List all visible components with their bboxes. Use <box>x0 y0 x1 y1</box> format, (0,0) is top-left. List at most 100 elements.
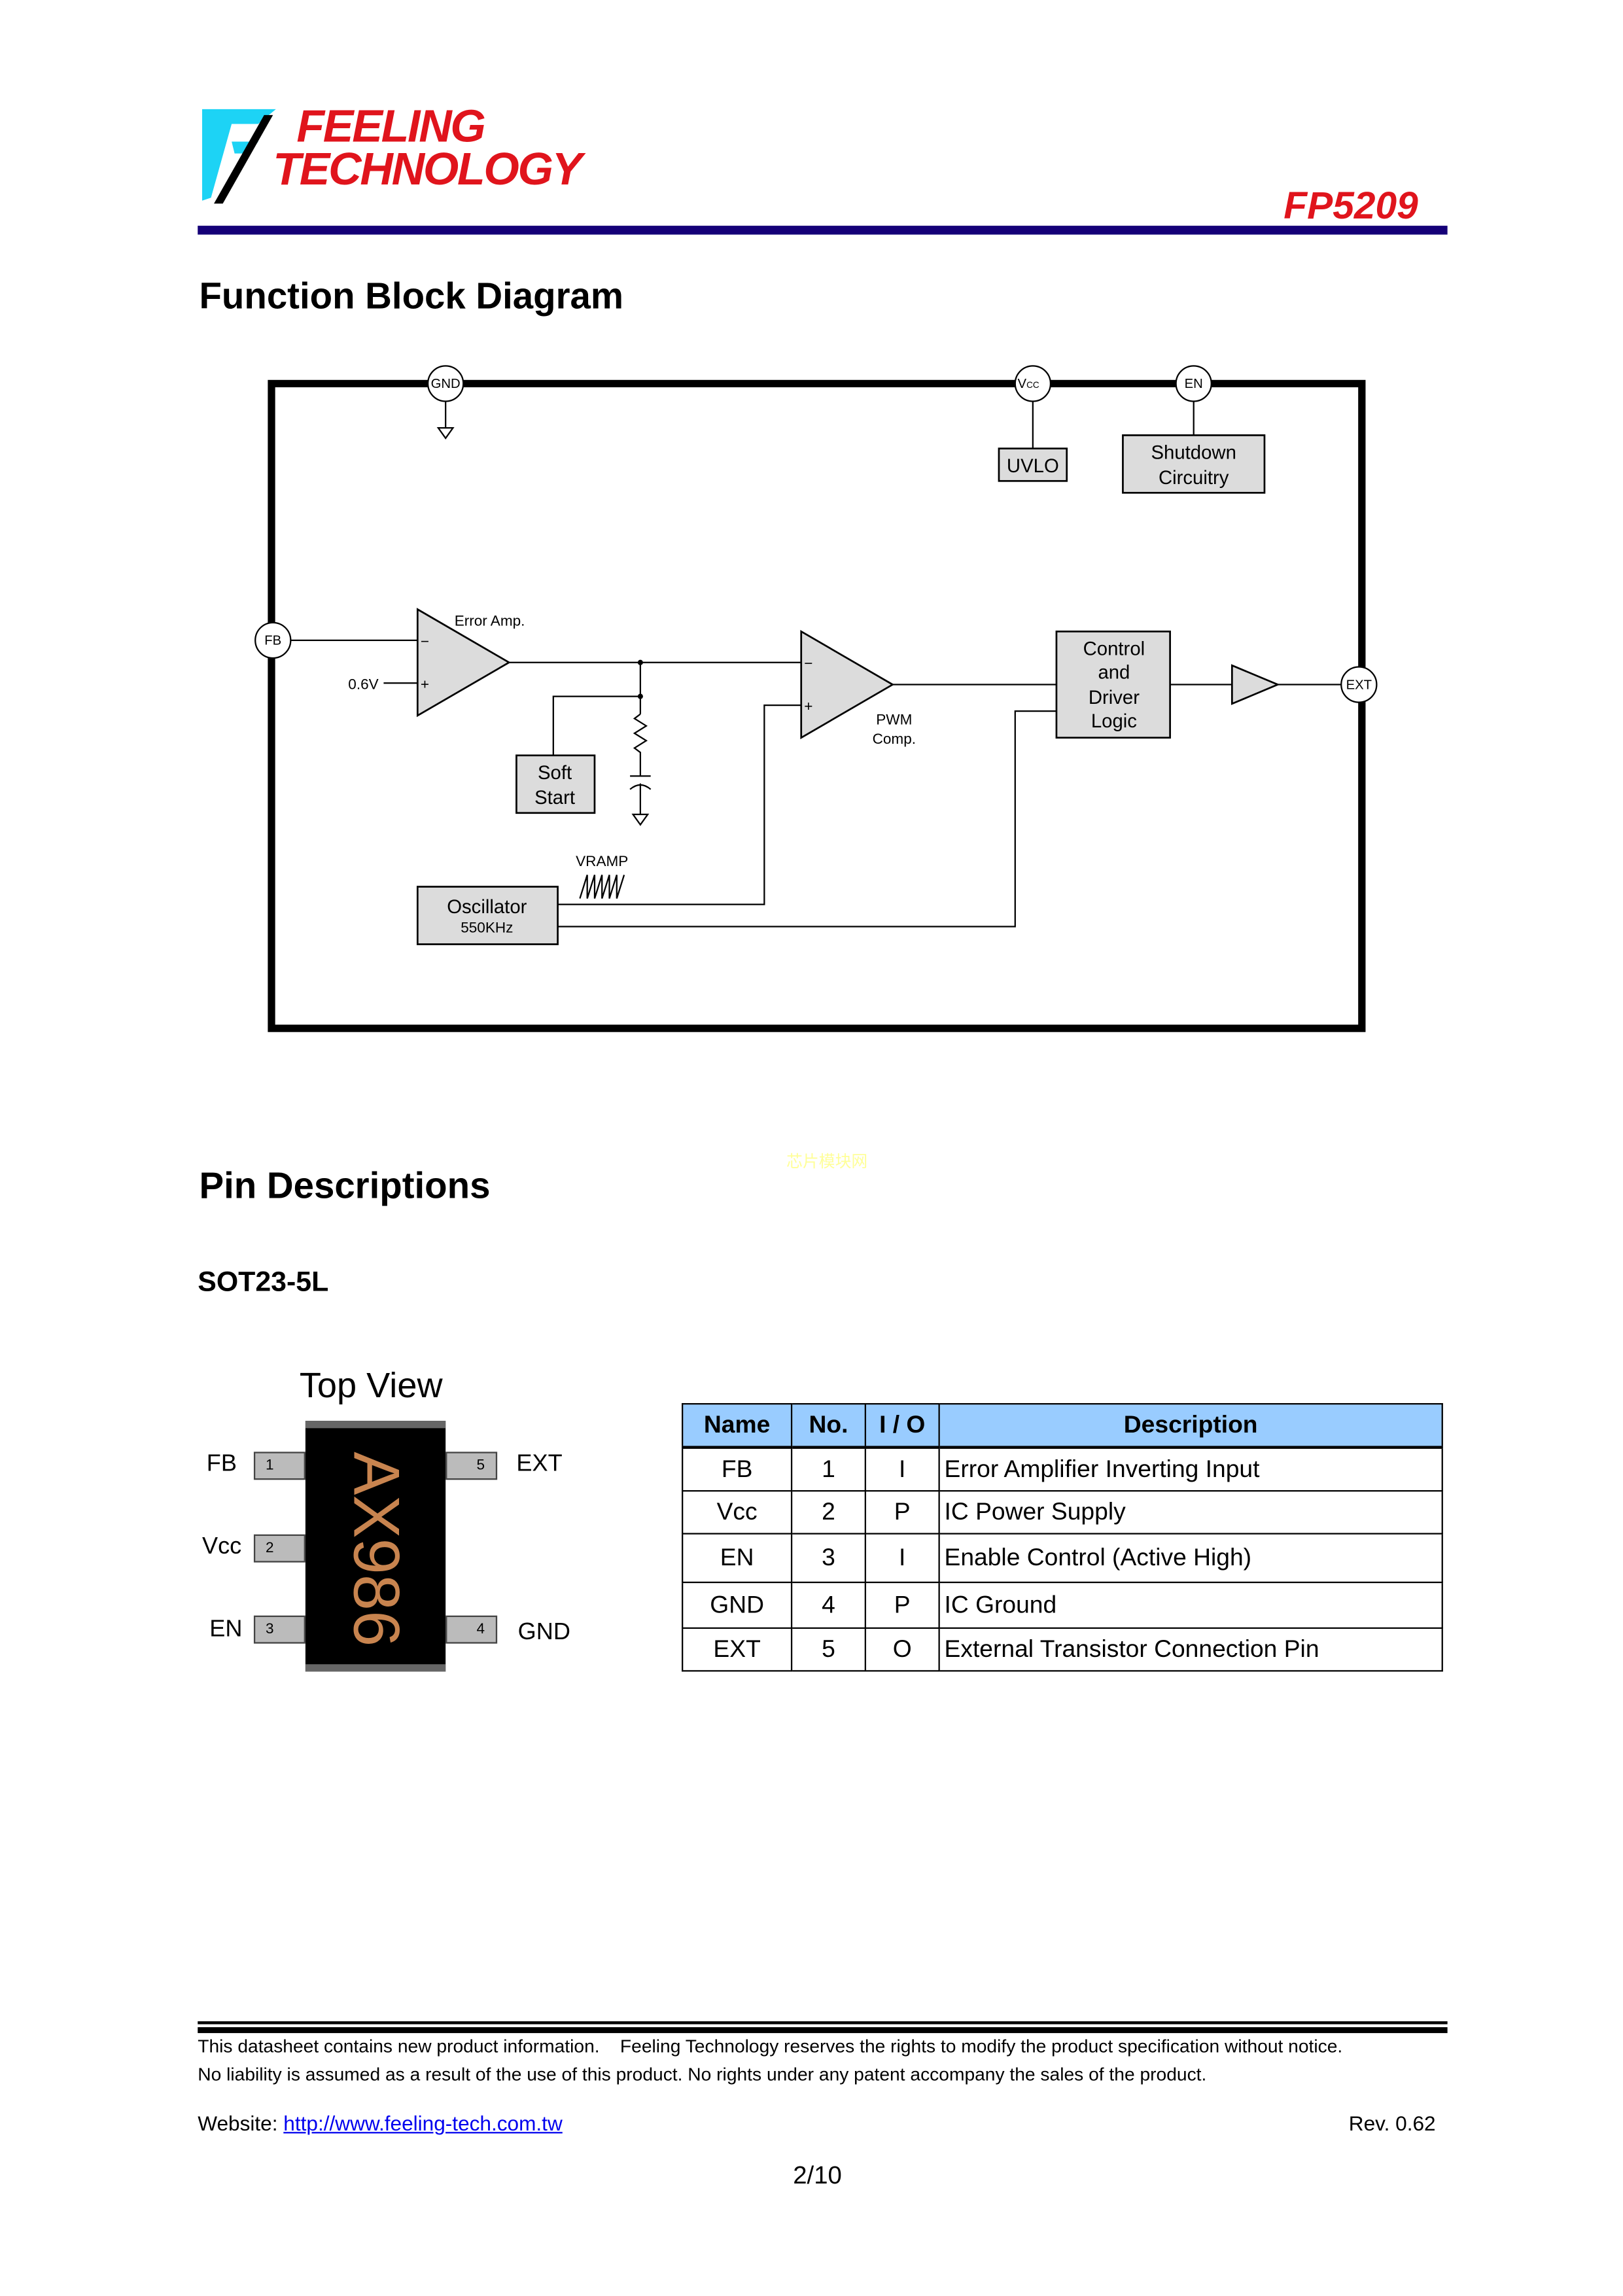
header-name: Name <box>682 1402 793 1449</box>
cell-no: 3 <box>790 1533 866 1584</box>
company-logo: FEELING TECHNOLOGY <box>199 100 612 229</box>
header-bar <box>198 226 1448 235</box>
pin-number: 1 <box>265 1457 274 1474</box>
reference-voltage-label: 0.6V <box>348 676 378 692</box>
cell-no: 5 <box>790 1627 866 1672</box>
ic-outline <box>268 379 1366 1032</box>
pin-4: 4 <box>445 1615 498 1644</box>
ground-symbol-icon <box>436 426 455 440</box>
cell-no: 1 <box>790 1446 866 1492</box>
cell-io: I <box>864 1533 940 1584</box>
function-block-diagram-title: Function Block Diagram <box>199 275 624 317</box>
minus-sign: − <box>804 655 812 672</box>
pwm-label: Comp. <box>873 731 916 747</box>
cell-description: Enable Control (Active High) <box>938 1533 1443 1584</box>
page-number: 2/10 <box>793 2161 842 2190</box>
shutdown-label: Circuitry <box>1159 467 1229 489</box>
uvlo-label: UVLO <box>1007 455 1059 477</box>
package-body: AX986 <box>305 1421 446 1672</box>
soft-start-label: Start <box>534 787 575 809</box>
pin-vcc <box>1014 365 1052 402</box>
vcc-label: VCC <box>1018 377 1039 391</box>
function-block-diagram: GND VCC EN FB EXT UVLO Shutdown Circuitr… <box>254 365 1378 1032</box>
footer-disclaimer-1: This datasheet contains new product info… <box>198 2036 1343 2057</box>
gnd-label: GND <box>431 377 461 391</box>
pin-2: 2 <box>253 1534 305 1563</box>
cell-io: I <box>864 1446 940 1492</box>
cell-description: External Transistor Connection Pin <box>938 1627 1443 1672</box>
oscillator-block <box>416 886 559 945</box>
pin-label-ext: EXT <box>516 1452 563 1477</box>
pin-1: 1 <box>253 1452 305 1480</box>
control-logic-block <box>1055 631 1171 739</box>
website-label: Website: <box>198 2111 284 2135</box>
error-amp-label: Error Amp. <box>455 612 525 629</box>
pin-label-gnd: GND <box>517 1620 570 1645</box>
en-label: EN <box>1185 377 1203 391</box>
footer-rule-thin <box>198 2021 1448 2024</box>
cell-io: P <box>864 1490 940 1535</box>
cell-name: GND <box>682 1581 793 1629</box>
cell-name: EXT <box>682 1627 793 1672</box>
cell-no: 2 <box>790 1490 866 1535</box>
pin-5: 5 <box>445 1452 498 1480</box>
fb-label: FB <box>264 634 281 648</box>
pin-descriptions-title: Pin Descriptions <box>199 1165 491 1207</box>
soft-start-block <box>515 754 596 814</box>
output-buffer <box>1230 664 1280 705</box>
cell-name: EN <box>682 1533 793 1584</box>
soft-start-label: Soft <box>538 762 572 784</box>
cell-name: FB <box>682 1446 793 1492</box>
oscillator-label: Oscillator <box>447 896 527 918</box>
control-label: Control <box>1083 638 1145 659</box>
uvlo-block <box>998 447 1068 482</box>
footer-rule-thick <box>198 2027 1448 2034</box>
vramp-label: VRAMP <box>576 853 628 869</box>
pin-3: 3 <box>253 1615 305 1644</box>
pin-number: 3 <box>265 1621 274 1638</box>
pin-ext <box>1340 666 1378 703</box>
control-label: Logic <box>1091 710 1137 732</box>
pin-label-vcc: Vcc <box>202 1534 242 1560</box>
cell-no: 4 <box>790 1581 866 1629</box>
logo-mark-icon <box>202 109 276 204</box>
cell-description: IC Ground <box>938 1581 1443 1629</box>
shutdown-label: Shutdown <box>1151 442 1236 463</box>
ground-symbol-icon <box>631 813 650 826</box>
package-marking: AX986 <box>339 1452 412 1647</box>
control-label: and <box>1098 662 1130 684</box>
part-number: FP5209 <box>1283 183 1418 228</box>
pin-label-fb: FB <box>206 1452 237 1477</box>
cell-description: Error Amplifier Inverting Input <box>938 1446 1443 1492</box>
logo-line-2: TECHNOLOGY <box>273 143 582 195</box>
footer-website: Website: http://www.feeling-tech.com.tw <box>198 2112 563 2135</box>
pin-gnd <box>427 365 464 402</box>
cell-description: IC Power Supply <box>938 1490 1443 1535</box>
pin-number: 5 <box>476 1457 485 1474</box>
pin-number: 4 <box>476 1621 485 1638</box>
plus-sign: + <box>421 676 429 692</box>
control-label: Driver <box>1089 687 1140 708</box>
error-amplifier <box>416 608 511 718</box>
pin-en <box>1175 365 1212 402</box>
cell-io: O <box>864 1627 940 1672</box>
oscillator-frequency: 550KHz <box>461 919 513 935</box>
pin-number: 2 <box>265 1540 274 1557</box>
minus-sign: − <box>421 633 429 650</box>
logo-line-1: FEELING <box>296 100 485 152</box>
cell-io: P <box>864 1581 940 1629</box>
header-no: No. <box>790 1402 866 1449</box>
revision: Rev. 0.62 <box>1348 2111 1436 2135</box>
table-header-row: Name No. I / O Description <box>682 1402 1443 1449</box>
pin-label-en: EN <box>209 1617 243 1643</box>
header-io: I / O <box>864 1402 940 1449</box>
website-link[interactable]: http://www.feeling-tech.com.tw <box>283 2111 563 2135</box>
footer-disclaimer-2: No liability is assumed as a result of t… <box>198 2064 1207 2085</box>
cell-name: Vcc <box>682 1490 793 1535</box>
